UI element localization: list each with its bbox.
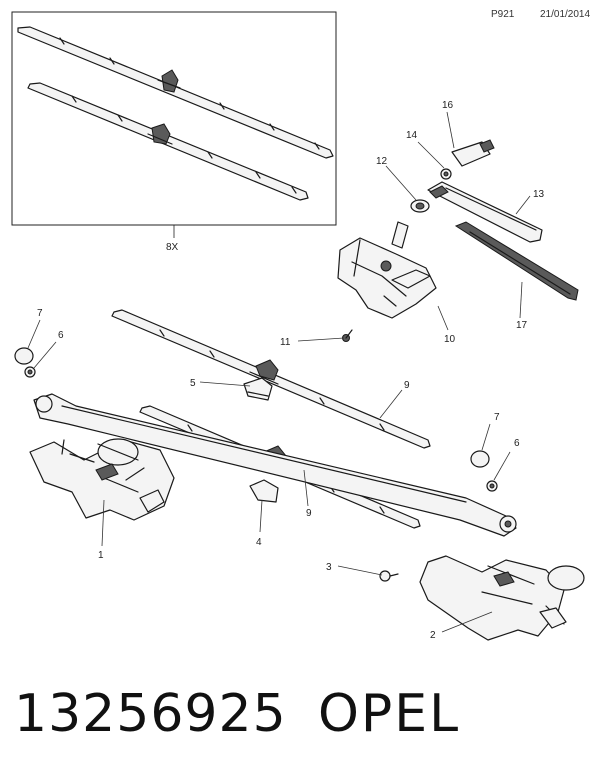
rear-motor-bolt [342,329,353,342]
front-wiper-motor-right [419,555,585,641]
rubber-cap-left [14,347,34,365]
inset-wiper-blade-lower [27,82,309,201]
callout-4[interactable]: 4 [256,537,262,548]
callout-5[interactable]: 5 [190,378,196,389]
rear-nut [440,168,452,180]
page-code: P921 [491,9,515,20]
inset-label: 8X [166,242,179,253]
rubber-cap-right [470,450,490,468]
nut-left [24,366,36,378]
rear-grommet [410,199,430,213]
callout-9[interactable]: 9 [306,508,312,519]
callout-1[interactable]: 1 [98,550,104,561]
bolt-right-motor [379,570,399,582]
wiper-linkage-rod [33,393,517,537]
callout-6-left[interactable]: 6 [58,330,64,341]
leader-lines [27,111,531,633]
callout-15[interactable]: 14 [406,130,418,141]
callout-16[interactable]: 16 [442,100,454,111]
brand-name: OPEL [318,684,461,744]
nut-right [486,480,498,492]
callout-2[interactable]: 2 [430,630,436,641]
rear-wiper-motor [337,221,437,319]
front-blade-adapter [243,377,273,401]
diagram-date: 21/01/2014 [540,9,591,20]
callout-11[interactable]: 10 [444,334,456,345]
rear-wiper-arm [427,181,543,243]
rear-wiper-blade [454,221,579,301]
callout-7-left[interactable]: 7 [37,308,43,319]
rear-wiper-cap [451,139,495,167]
callout-labels: 13 16 14 12 17 10 11 7 6 5 9 7 6 9 4 1 3… [37,100,545,641]
callout-14[interactable]: 13 [533,189,545,200]
front-wiper-motor-left [29,438,175,521]
inset-box: 8X [11,11,337,253]
part-number: 13256925 [14,684,287,744]
callout-3[interactable]: 3 [326,562,332,573]
blade-adapter-clip [249,479,279,503]
callout-12[interactable]: 11 [280,337,291,348]
callout-17[interactable]: 17 [516,320,528,331]
front-wiper-blade-long [111,309,431,449]
callout-6-right[interactable]: 6 [514,438,520,449]
callout-7-right[interactable]: 7 [494,412,500,423]
inset-wiper-blade-upper [17,26,334,159]
callout-13[interactable]: 12 [376,156,388,167]
callout-10[interactable]: 9 [404,380,410,391]
